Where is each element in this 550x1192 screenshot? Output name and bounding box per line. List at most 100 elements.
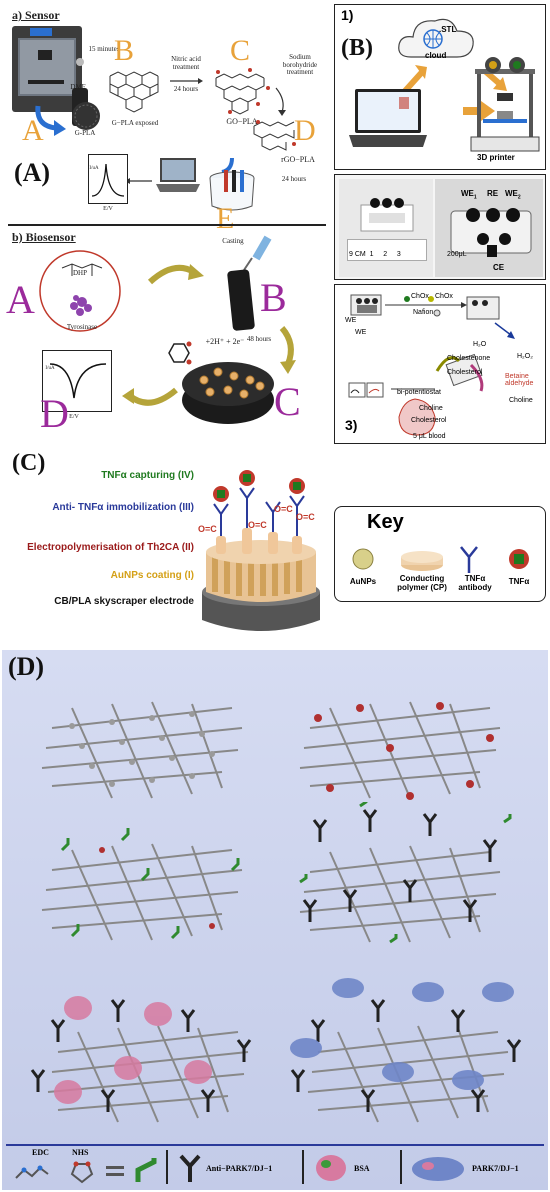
cholesterol-label: Cholesterol [447, 369, 483, 376]
panel-d: (D) [2, 650, 548, 1190]
sensor-step-b: B [114, 34, 135, 67]
legend-divider [6, 1144, 544, 1146]
key-box: Key AuNPs Conducting polymer (CP) TNFα a… [334, 506, 546, 602]
biosensor-title: b) Biosensor [12, 230, 76, 244]
laptop-icon [349, 89, 427, 147]
electrochemical-cell-icon [209, 157, 255, 211]
rgopla-label: rGO−PLA [281, 155, 315, 164]
layer-3-label: Anti- TNFα immobilization (III) [52, 502, 194, 513]
panel-b1: 1) (B) .STL cloud 3D printer [334, 4, 546, 170]
peak-curve-icon [91, 163, 125, 197]
nhs-molecule-icon [70, 1161, 94, 1184]
aunp-icon [352, 548, 374, 570]
h2o-label: H₂O [473, 341, 487, 348]
sensor-step-e: E [216, 202, 235, 235]
arrow-icon [275, 87, 286, 116]
drop-cholesterol-label: Cholesterol [411, 417, 447, 424]
key-cp: Conducting polymer (CP) [397, 574, 447, 592]
key-tnf: TNFα [508, 577, 530, 586]
layer-1-label: AuNPs coating (I) [110, 570, 194, 581]
cell-device-large-icon [450, 208, 532, 257]
dmf-label: DMF [70, 83, 86, 91]
linker-icon [135, 1158, 157, 1182]
antibody-sheet-icon [299, 802, 512, 944]
graphene-oxide-sheet-icon [299, 701, 501, 800]
dhp-label: DHP [72, 269, 87, 277]
bio-ev-label: E/V [69, 414, 79, 420]
edc-molecule-icon [15, 1165, 49, 1179]
dip-curve-icon [49, 363, 107, 399]
bipotentiostat-label: bi-potentiostat [397, 389, 441, 396]
edc-label: EDC [32, 1148, 49, 1157]
tyrosinase-label: Tyrosinase [66, 323, 98, 331]
casting-label: Casting [222, 237, 244, 245]
betaine-label: Betaine aldehyde [505, 373, 534, 387]
chox-label: ChOx [411, 293, 429, 300]
key-title: Key [367, 511, 404, 533]
sodium-label: Sodium borohydride treatment [282, 53, 318, 77]
tnf-icon [509, 549, 529, 569]
printer-label: 3D printer [477, 153, 515, 162]
nitric-label: Nitric acid treatment [171, 55, 201, 71]
we1-label: WE1 [461, 189, 477, 201]
3d-printer-icon [12, 26, 82, 112]
blood-label: 5 μL blood [413, 433, 446, 440]
gpla-label: G-PLA [74, 129, 96, 137]
section-divider [8, 224, 326, 226]
chox2-label: ChOx [435, 293, 453, 300]
stl-label: .STL [439, 25, 457, 34]
equals-icon [106, 1166, 124, 1176]
legend-bar: EDC NHS Anti−PARK7/DJ−1 BSA PARK7/DJ−1 [6, 1146, 544, 1188]
activated-sheet-icon [41, 828, 243, 941]
layer-labels: TNFα capturing (IV) Anti- TNFα immobiliz… [4, 446, 194, 646]
min15-label: 15 minutes [88, 45, 120, 53]
curved-arrow-icon [279, 326, 296, 374]
park7-icon [412, 1157, 464, 1181]
ruler [347, 239, 427, 261]
drop-choline-label: Choline [419, 405, 443, 412]
molecule-icon [168, 341, 192, 365]
3d-printer-icon [470, 57, 540, 152]
panel-b3: 3) ChOx ChOx Nafion WE WE H₂O H₂O₂ Chole… [334, 284, 546, 444]
electrode-rod-icon [227, 269, 255, 331]
reduced-graphene-icon [253, 120, 296, 151]
we2-text: WE [505, 189, 518, 198]
we1-text: WE [461, 189, 474, 198]
hours48-label: 48 hours [246, 335, 272, 343]
legend-sep-3 [400, 1150, 402, 1184]
re-label: RE [487, 189, 499, 198]
bsa-label: BSA [354, 1164, 370, 1173]
anti-park7-label: Anti−PARK7/DJ−1 [206, 1164, 273, 1173]
bsa-sheet-icon [30, 996, 252, 1123]
layer-0-label: CB/PLA skyscraper electrode [54, 596, 194, 607]
orange-arrows-icon [402, 65, 507, 121]
legend-sep-2 [302, 1150, 304, 1184]
blue-arrow-icon [35, 105, 66, 136]
layer-4-label: TNFα capturing (IV) [101, 470, 194, 481]
key-aunps: AuNPs [349, 577, 377, 586]
hours24b-label: 24 hours [281, 175, 307, 183]
bio-ia-label: I/uA [45, 366, 55, 371]
nhs-label: NHS [72, 1148, 89, 1157]
enzyme-circle-icon [39, 250, 121, 332]
panel-c-label: (C) [12, 450, 46, 476]
key-antibody: TNFα antibody [458, 574, 492, 592]
conducting-polymer-icon [401, 551, 443, 571]
graphene-oxide-icon [215, 68, 270, 115]
bio-step-d: D [40, 391, 69, 436]
pipette-icon [243, 235, 272, 271]
sensor-title: a) Sensor [12, 8, 60, 22]
gopla-label: GO−PLA [226, 117, 258, 126]
step-3-label: 3) [345, 417, 358, 433]
panel-b2: 2) 9 CM 1 2 3 WE1 RE WE2 200μL CE [334, 174, 546, 280]
hours24a-label: 24 hours [173, 85, 199, 93]
h2o2-label: H₂O₂ [517, 353, 533, 360]
oc-label-4: O=C [296, 512, 315, 522]
choline-label: Choline [509, 397, 533, 404]
park7-sheet-icon [290, 978, 522, 1123]
graphene-sheet-1-icon [41, 701, 243, 799]
antibody-icon [179, 1154, 201, 1182]
sensor-step-c: C [230, 34, 251, 67]
arrow-icon [170, 78, 203, 84]
oc-label-2: O=C [248, 520, 267, 530]
